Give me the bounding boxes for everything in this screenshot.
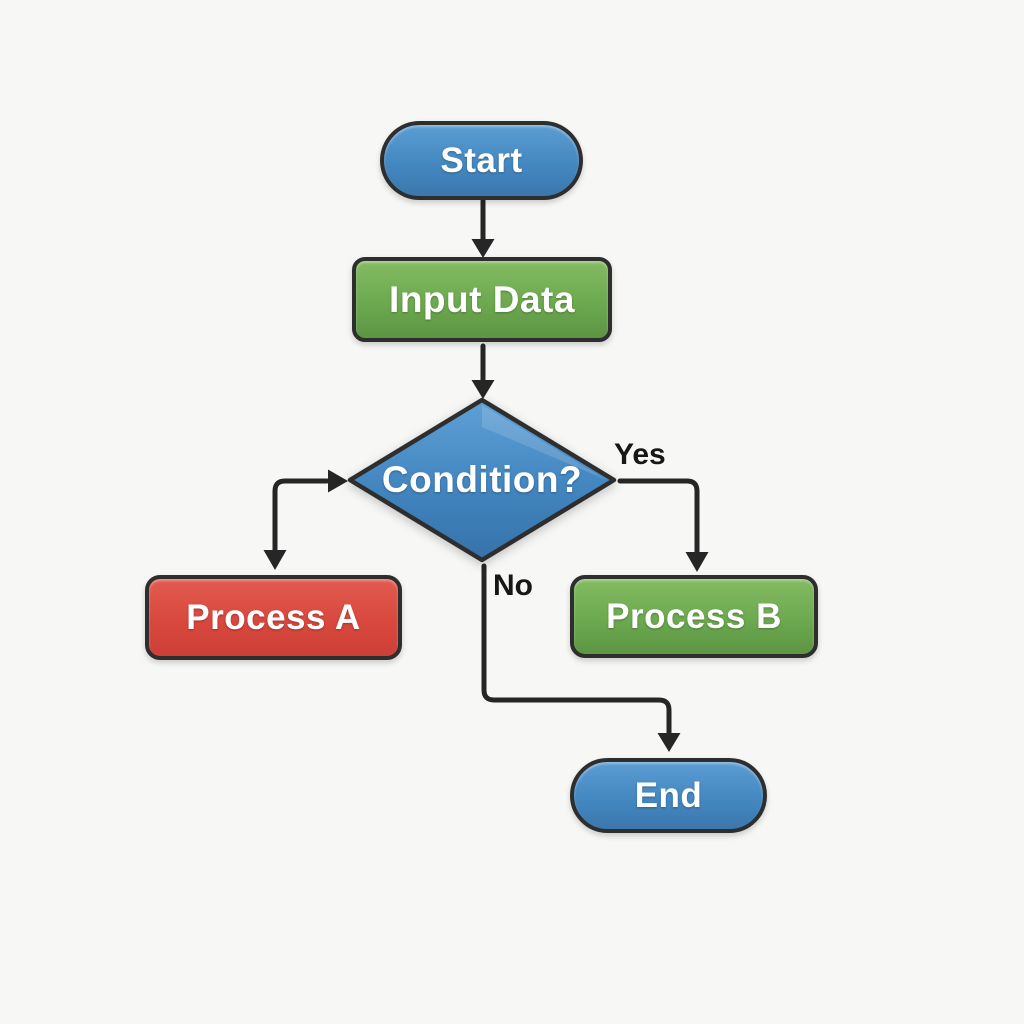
diamond-shape-icon (347, 397, 617, 563)
edge-start-to-input (471, 198, 495, 258)
arrowhead-down-icon (263, 550, 287, 570)
node-process-a-label: Process A (186, 597, 361, 637)
node-input-data: Input Data (352, 257, 612, 342)
edge-label-yes: Yes (614, 438, 666, 471)
node-process-a: Process A (145, 575, 402, 660)
node-condition: Condition? (347, 397, 617, 563)
arrowhead-right-icon (328, 469, 348, 493)
edge-label-no: No (493, 569, 533, 602)
node-end: End (570, 758, 767, 833)
edge-condition-to-process-b (617, 478, 709, 572)
node-process-b: Process B (570, 575, 818, 658)
arrowhead-down-icon (657, 733, 681, 752)
node-start-label: Start (440, 140, 523, 180)
node-input-data-label: Input Data (389, 278, 575, 320)
node-condition-label: Condition? (381, 459, 583, 500)
arrowhead-down-icon (471, 239, 495, 258)
edge-condition-to-process-a (263, 469, 348, 570)
node-start: Start (380, 121, 583, 200)
edge-input-to-condition (471, 343, 495, 399)
arrowhead-down-icon (685, 552, 709, 572)
node-end-label: End (634, 775, 703, 815)
node-process-b-label: Process B (606, 596, 782, 636)
